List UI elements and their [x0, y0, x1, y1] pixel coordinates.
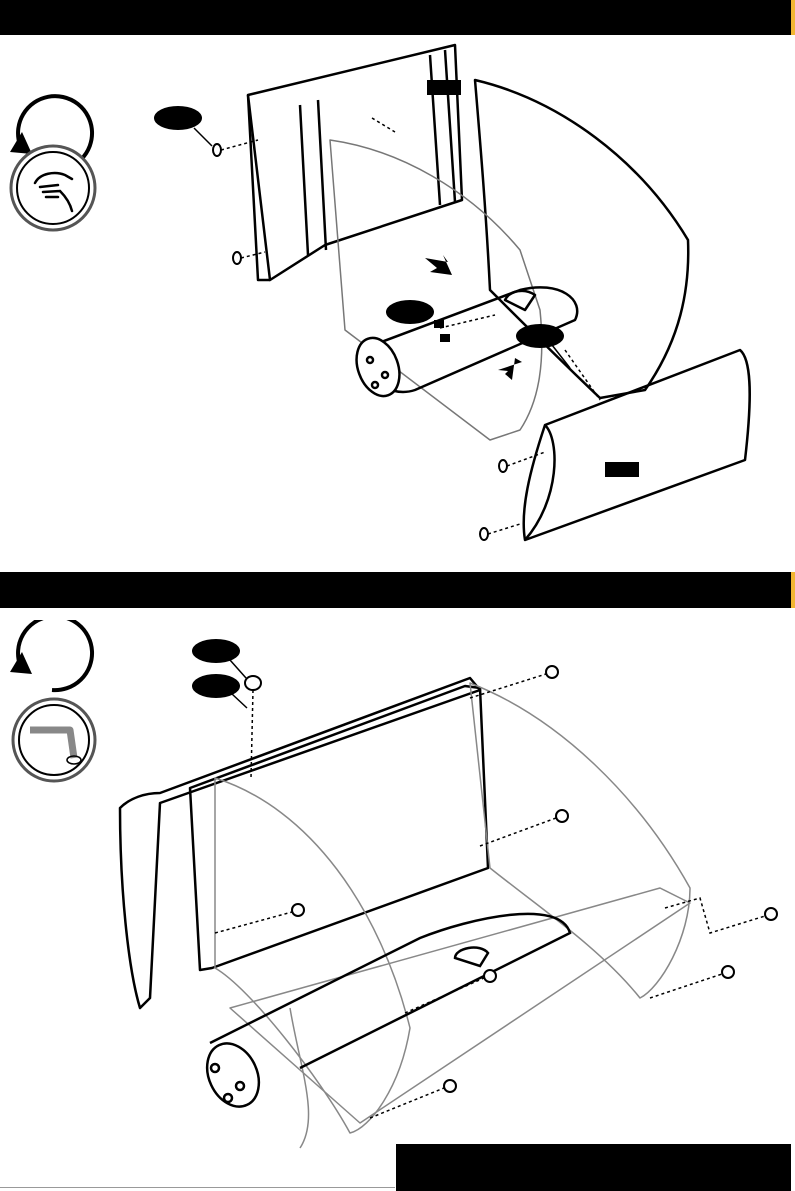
callout-oval-center: [386, 300, 434, 324]
front-plank: [524, 350, 750, 540]
tag-rect-bottom: [605, 462, 639, 477]
footer-box: [396, 1144, 791, 1191]
footer-rule: [0, 1187, 395, 1188]
tube: [210, 914, 570, 1068]
step-2-header-bar: [0, 572, 795, 608]
tag-rect-top: [427, 80, 461, 95]
step-2-illustration: [0, 608, 795, 1168]
callout-oval-bolt: [192, 639, 240, 663]
back-plank: [120, 678, 480, 1008]
callout-oval-right: [516, 324, 564, 348]
step-1-illustration: [0, 0, 795, 560]
callout-oval-left: [154, 106, 202, 130]
right-side-panel: [470, 683, 690, 998]
header-accent: [791, 572, 795, 608]
arrow-down-icon: [425, 255, 452, 275]
arrow-up-icon: [498, 358, 522, 380]
left-side-panel: [330, 140, 542, 440]
